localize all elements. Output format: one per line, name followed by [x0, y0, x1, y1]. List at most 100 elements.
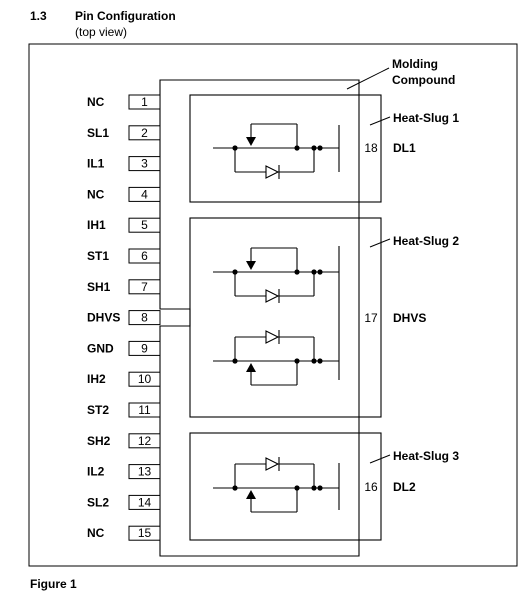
- pin-name: IH2: [87, 372, 106, 386]
- molding-label-line2: Compound: [392, 73, 455, 87]
- pin-number: 10: [138, 372, 152, 386]
- junction-dot: [317, 358, 323, 364]
- pin-number: 9: [141, 341, 148, 355]
- pin-box: [128, 525, 161, 541]
- pin-name: IL1: [87, 157, 105, 171]
- heat-slug-1-labels: Heat-Slug 1 18 DL1: [364, 111, 459, 155]
- pin-number: 4: [141, 187, 148, 201]
- pin-number: 6: [141, 249, 148, 263]
- pin-name: ST1: [87, 249, 109, 263]
- section-number: 1.3: [30, 9, 47, 23]
- figure-caption: Figure 1: [30, 577, 77, 591]
- pin-number: 5: [141, 218, 148, 232]
- molding-compound-outline: [159, 79, 360, 557]
- heat-slug-1: [189, 94, 382, 203]
- junction-dot: [294, 145, 300, 151]
- pin-number: 8: [141, 311, 148, 325]
- slug-leader-line: [369, 454, 391, 464]
- pin-name: IH1: [87, 218, 106, 232]
- slug-label: Heat-Slug 2: [393, 234, 459, 248]
- slug-pin-name: DHVS: [393, 311, 426, 325]
- pin-8: DHVS 8: [87, 310, 161, 326]
- slug-leader-line: [369, 116, 391, 126]
- slug-leader-line: [369, 238, 391, 248]
- pin-name: NC: [87, 526, 105, 540]
- pin-name: ST2: [87, 403, 109, 417]
- figure-frame: [28, 43, 518, 567]
- gate-arrow: [246, 363, 256, 372]
- transistor-slug-1: [213, 123, 339, 179]
- pin-name: SL2: [87, 495, 109, 509]
- junction-dot: [317, 485, 323, 491]
- pin-box: [128, 494, 161, 510]
- pin-4: NC 4: [87, 186, 161, 202]
- pin-name: IL2: [87, 465, 105, 479]
- slug-pin-number: 18: [364, 141, 378, 155]
- junction-dot: [317, 145, 323, 151]
- transistor-slug-2-lower: [213, 330, 339, 386]
- pin-7: SH1 7: [87, 279, 161, 295]
- molding-leader-line: [346, 67, 390, 90]
- pin-box: [128, 217, 161, 233]
- junction-dot: [294, 269, 300, 275]
- section-subtitle: (top view): [75, 25, 128, 39]
- pin-box: [128, 125, 161, 141]
- pin-box: [128, 186, 161, 202]
- pin-name: DHVS: [87, 311, 120, 325]
- transistor-slug-3-mirrored: [213, 457, 339, 513]
- pin-name: SL1: [87, 126, 109, 140]
- pin-number: 3: [141, 157, 148, 171]
- pin-5: IH1 5: [87, 217, 161, 233]
- pin-3: IL1 3: [87, 156, 161, 172]
- slug-pin-name: DL1: [393, 141, 416, 155]
- pin-name: GND: [87, 341, 114, 355]
- pin-10: IH2 10: [87, 371, 161, 387]
- pin-box: [128, 279, 161, 295]
- gate-arrow: [246, 490, 256, 499]
- pin-number: 12: [138, 434, 152, 448]
- pin-name: NC: [87, 187, 105, 201]
- junction-dot: [294, 358, 300, 364]
- junction-dot: [317, 269, 323, 275]
- pin-number: 14: [138, 495, 152, 509]
- heat-slug-2-labels: Heat-Slug 2 17 DHVS: [364, 234, 459, 325]
- pin-box: [128, 340, 161, 356]
- pin-box: [128, 248, 161, 264]
- pin-9: GND 9: [87, 340, 161, 356]
- pin-12: SH2 12: [87, 433, 161, 449]
- slug-pin-number: 16: [364, 480, 378, 494]
- pin-number: 13: [138, 465, 152, 479]
- pin-box: [128, 433, 161, 449]
- diode-triangle: [265, 330, 280, 344]
- diode-triangle: [265, 457, 280, 471]
- section-title: Pin Configuration: [75, 9, 176, 23]
- molding-label-line1: Molding: [392, 57, 438, 71]
- pin-14: SL2 14: [87, 494, 161, 510]
- pin-number: 7: [141, 280, 148, 294]
- diode-triangle: [265, 165, 280, 179]
- pin-box: [128, 371, 161, 387]
- gate-arrow: [246, 137, 256, 146]
- pin-name: SH1: [87, 280, 111, 294]
- pin-name: SH2: [87, 434, 111, 448]
- pin-box: [128, 310, 161, 326]
- slug-label: Heat-Slug 3: [393, 449, 459, 463]
- pin-name: NC: [87, 95, 105, 109]
- pin-13: IL2 13: [87, 464, 161, 480]
- junction-dot: [294, 485, 300, 491]
- heat-slug-3: [189, 432, 382, 541]
- diode-triangle: [265, 289, 280, 303]
- slug-label: Heat-Slug 1: [393, 111, 459, 125]
- slug-pin-number: 17: [364, 311, 378, 325]
- gate-arrow: [246, 261, 256, 270]
- pin-box: [128, 464, 161, 480]
- circuits-layer: [213, 123, 340, 513]
- pin-box: [128, 402, 161, 418]
- pin-box: [128, 94, 161, 110]
